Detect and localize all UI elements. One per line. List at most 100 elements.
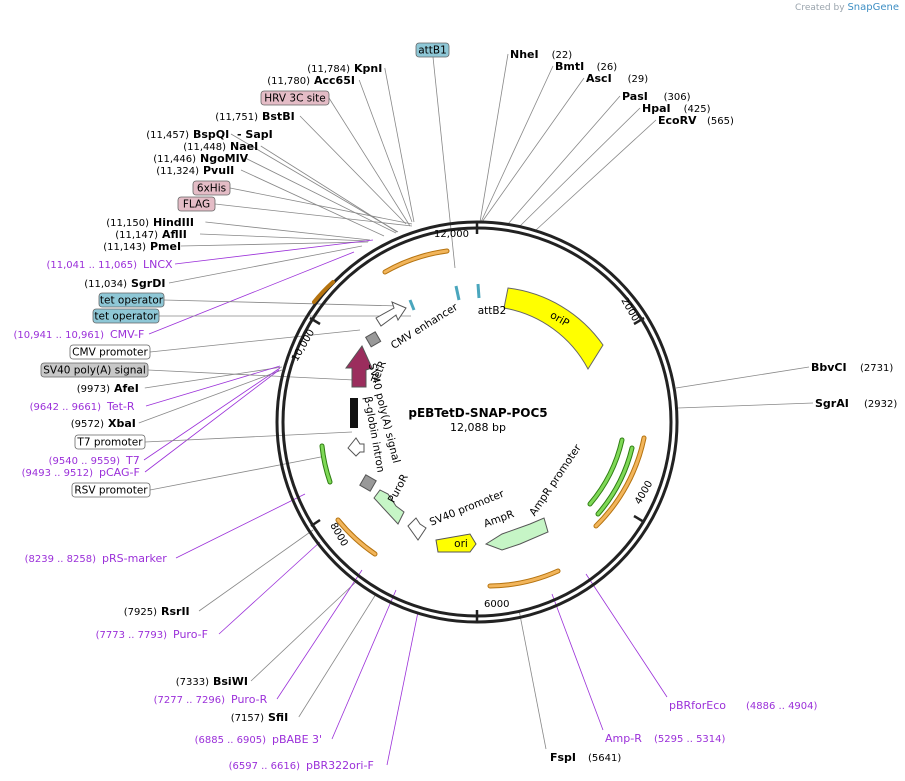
cmv-promoter-arrow [375, 301, 407, 327]
leader-line [245, 157, 397, 234]
site-name: AfeI [114, 382, 139, 395]
sv40-promoter-arrow [407, 517, 427, 541]
site-name: NheI [510, 48, 539, 61]
ori-feature [435, 533, 477, 553]
feature-box [177, 196, 216, 212]
feature-label: RSV promoter [74, 485, 148, 497]
leader-line [519, 107, 641, 227]
site-name: KpnI [354, 62, 382, 75]
site-name: NaeI [230, 140, 258, 153]
primer-name: pBR322ori-F [306, 759, 374, 772]
site-position: (26) [597, 62, 618, 73]
plasmid-name: pEBTetD-SNAP-POC5 [408, 406, 547, 420]
leader-line [481, 77, 585, 223]
site-position: (11,780) [267, 76, 310, 87]
primer-arc-bottom-fill [488, 569, 560, 588]
primer-name: Puro-R [231, 693, 268, 706]
leader-line [535, 119, 657, 231]
leader-line [144, 369, 280, 473]
site-position: (11,446) [153, 154, 196, 165]
feature-label: 6xHis [197, 183, 226, 195]
site-name: PmeI [150, 240, 181, 253]
feature-label: T7 promoter [76, 437, 143, 449]
cmv-enhancer-box [364, 331, 382, 348]
primers-right: pBRforEco(4886 .. 4904)Amp-R(5295 .. 531… [605, 699, 818, 745]
site-name: SgrAI [815, 397, 849, 410]
primer-range: (6597 .. 6616) [229, 761, 301, 772]
green-arcs [319, 437, 635, 517]
tetR-feature [345, 345, 373, 388]
leader-line [168, 245, 363, 284]
site-name: EcoRV [658, 114, 697, 127]
leader-line [276, 569, 363, 700]
site-position: (5641) [588, 753, 621, 764]
site-position: (2932) [864, 399, 897, 410]
leader-line [143, 367, 281, 461]
feature-label: CMV promoter [72, 347, 148, 359]
feature-box [40, 362, 149, 378]
beta-globin-arrow [347, 437, 365, 457]
primer-name: pBABE 3' [272, 733, 322, 746]
site-position: (11,448) [183, 142, 226, 153]
sv40-polya-feature [350, 398, 358, 428]
tick-label: 6000 [484, 599, 509, 610]
leader-line [331, 589, 397, 740]
feature-box [415, 42, 450, 58]
site-bottom: FspI(5641) [550, 751, 621, 764]
primer-name: CMV-F [110, 328, 144, 341]
primer-range: (7277 .. 7296) [154, 695, 226, 706]
site-name: BsiWI [213, 675, 248, 688]
site-position: (9973) [77, 384, 110, 395]
site-name: RsrII [161, 605, 190, 618]
feature-box [71, 482, 151, 498]
site-position: (11,751) [215, 112, 258, 123]
site-position: (11,784) [307, 64, 350, 75]
leader-line [479, 53, 509, 223]
attb-marks [408, 283, 481, 311]
primer-range: (4886 .. 4904) [746, 701, 818, 712]
site-sapi: - SapI [237, 128, 273, 141]
feature-box [74, 434, 146, 450]
leader-line [518, 609, 547, 750]
leader-line [144, 431, 353, 443]
primer-arc-left-fill [336, 518, 377, 556]
site-name: XbaI [108, 417, 136, 430]
leader-line [677, 402, 814, 409]
site-name: BmtI [555, 60, 584, 73]
leader-line [386, 611, 419, 766]
leader-line [145, 365, 281, 407]
site-position: (11,457) [146, 130, 189, 141]
primer-name: Tet-R [106, 400, 135, 413]
feature-box [98, 292, 165, 308]
site-name: HpaI [642, 102, 671, 115]
site-name: AscI [586, 72, 612, 85]
green-arc-2 [587, 437, 625, 507]
feature-box [192, 180, 231, 196]
site-position: (11,150) [106, 218, 149, 229]
leader-line [229, 187, 413, 225]
leader-line [675, 366, 810, 389]
leader-line [260, 145, 398, 233]
leader-line [358, 79, 413, 223]
puroR-feature [373, 489, 405, 525]
green-arc-2-fill [588, 438, 624, 506]
primer-arc-upper-left [312, 280, 335, 304]
feature-box [69, 344, 151, 360]
oriP-feature [503, 287, 604, 371]
tick-marks [309, 222, 645, 622]
leader-line [240, 169, 385, 237]
leader-line [384, 67, 415, 223]
site-position: (11,143) [103, 242, 146, 253]
leader-line [585, 573, 668, 698]
site-name: NgoMIV [200, 152, 249, 165]
primer-arc-right-fill [594, 436, 646, 528]
leader-line [480, 65, 554, 223]
leader-line [147, 369, 355, 381]
site-name: Acc65I [314, 74, 355, 87]
site-position: (7157) [231, 713, 264, 724]
credit: Created by SnapGene [795, 2, 899, 13]
site-name: HindIII [153, 216, 194, 229]
primer-name: LNCX [143, 258, 173, 271]
